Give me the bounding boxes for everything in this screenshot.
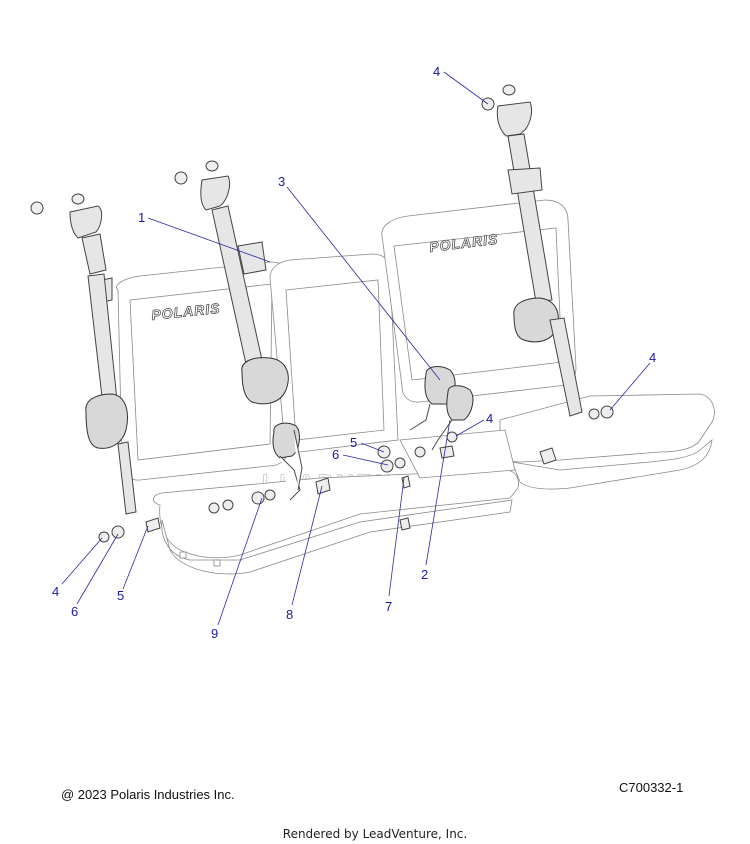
callout-8: 8	[286, 607, 293, 622]
buckle-strap	[431, 419, 453, 451]
left-seat-back-inner	[129, 283, 273, 461]
leader-7	[388, 477, 405, 597]
center-seat-cushion	[399, 429, 516, 479]
callout-5-left: 5	[117, 588, 124, 603]
callout-6-left: 6	[71, 604, 78, 619]
buckle-2	[446, 385, 474, 421]
callout-6-mid: 6	[332, 447, 339, 462]
left-seat-logo: POLARIS	[151, 300, 222, 323]
clip	[399, 517, 411, 531]
leader-2	[425, 419, 451, 566]
callout-3: 3	[278, 174, 285, 189]
bolt	[145, 517, 161, 533]
retractor	[85, 393, 128, 449]
callout-7: 7	[385, 599, 392, 614]
washer	[588, 408, 600, 420]
bolt	[539, 447, 557, 465]
right-seat-cushion	[499, 393, 715, 463]
leader-lines	[61, 71, 651, 626]
washer	[414, 446, 426, 458]
figure-id: C700332-1	[619, 780, 684, 795]
center-seat-back-inner	[285, 279, 385, 441]
leader-9	[217, 497, 263, 626]
belt-guide	[237, 241, 267, 275]
anchor-nut	[30, 201, 44, 215]
leader-1	[147, 217, 271, 263]
leader-4-right	[609, 362, 651, 411]
center-buckles	[208, 366, 474, 531]
washer	[264, 489, 276, 501]
leader-4-left	[61, 537, 103, 585]
leader-6-left	[76, 533, 119, 605]
buckle-bracket	[293, 429, 303, 491]
lower-webbing	[117, 441, 137, 515]
belt-guide	[507, 167, 543, 195]
callout-5-mid: 5	[350, 435, 357, 450]
right-outboard-belt	[481, 84, 614, 465]
leader-3	[286, 186, 441, 381]
left-seat-base	[161, 499, 513, 575]
buckle-strap	[409, 403, 431, 431]
washer	[208, 502, 220, 514]
bolt	[315, 477, 331, 495]
upper-anchor	[69, 205, 103, 239]
washer	[111, 525, 125, 539]
belt-webbing	[87, 273, 119, 415]
bolt	[439, 445, 455, 459]
callout-4-top: 4	[433, 64, 440, 79]
callout-1: 1	[138, 210, 145, 225]
anchor-cap	[205, 160, 219, 172]
leader-5-left	[122, 525, 149, 590]
anchor-cap	[502, 84, 516, 96]
leader-4-top	[443, 71, 489, 105]
washer	[394, 457, 406, 469]
base-foot	[213, 559, 221, 567]
retractor	[241, 357, 289, 405]
washer	[222, 499, 234, 511]
nut	[446, 431, 458, 443]
anchor-nut	[174, 171, 188, 185]
leader-8	[291, 485, 323, 606]
upper-anchor	[496, 101, 533, 137]
callouts: 1 2 3 4 4 4 4 5 5 6 6 7 8 9	[52, 64, 656, 641]
callout-2: 2	[421, 567, 428, 582]
lower-webbing	[549, 317, 583, 417]
right-seat-base	[511, 439, 713, 490]
callout-4-mid: 4	[486, 411, 493, 426]
washer	[380, 459, 394, 473]
buckle-9	[272, 422, 300, 459]
callout-9: 9	[211, 626, 218, 641]
callout-4-left: 4	[52, 584, 59, 599]
upper-anchor	[200, 175, 231, 211]
seat-backs: POLARIS POLARIS	[116, 199, 577, 481]
left-outboard-belt	[30, 193, 161, 543]
left-seat-cushion	[153, 469, 519, 559]
leader-4-mid	[455, 419, 485, 437]
buckle-bracket	[279, 455, 301, 501]
washer	[600, 405, 614, 419]
base-foot	[179, 551, 187, 559]
seat-base	[153, 393, 715, 575]
leader-5-mid	[360, 442, 385, 453]
anchor-cap	[71, 193, 85, 205]
belt-webbing	[81, 233, 107, 275]
copyright-notice: @ 2023 Polaris Industries Inc.	[61, 787, 235, 802]
washer	[251, 491, 265, 505]
rendered-by-credit: Rendered by LeadVenture, Inc.	[282, 827, 468, 841]
callout-4-right: 4	[649, 350, 656, 365]
leader-6-mid	[342, 454, 389, 466]
washer	[98, 531, 110, 543]
